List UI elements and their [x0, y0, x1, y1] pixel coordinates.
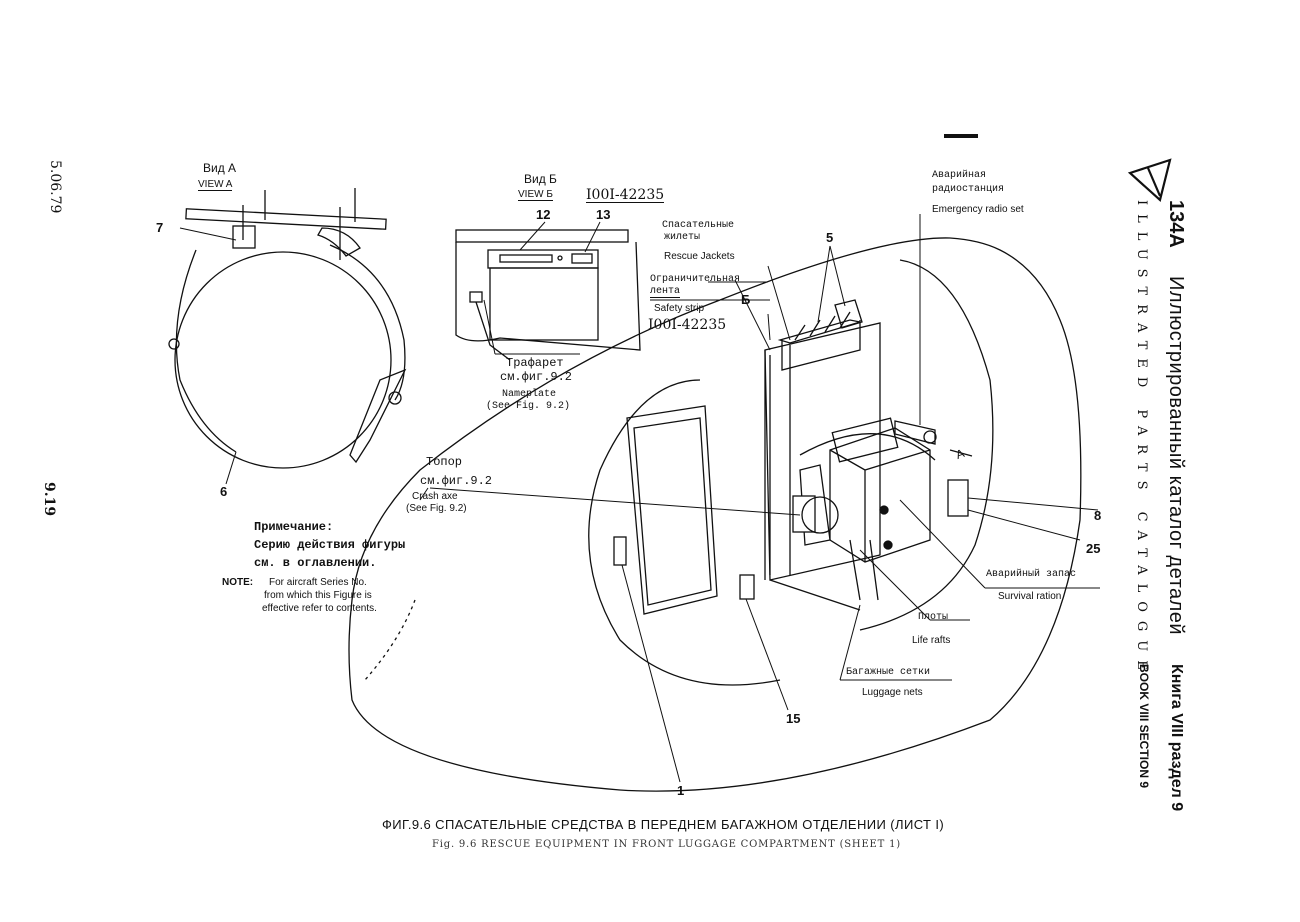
margin-date: 5.06.79: [47, 160, 63, 214]
stencil-label-en: Nameplate: [502, 389, 557, 400]
dashed-link: [364, 599, 416, 681]
view-b-marker: Б: [741, 292, 751, 307]
fuselage-outline: [348, 237, 1082, 792]
figure-caption-ru: ФИГ.9.6 СПАСАТЕЛЬНЫЕ СРЕДСТВА В ПЕРЕДНЕМ…: [382, 817, 945, 832]
safety-strip-label-en: Safety strip: [654, 303, 705, 314]
note-line1-ru: Серию действия фигуры: [254, 538, 406, 552]
luggage-nets-label-en: Luggage nets: [862, 687, 923, 698]
axe-label-ru: Топор: [426, 455, 463, 469]
callout-1: 1: [677, 783, 685, 798]
note-title-ru: Примечание:: [254, 520, 334, 534]
callout-7: 7: [156, 220, 164, 235]
spine-model: 134A: [1165, 200, 1187, 248]
rescue-jackets-label-en: Rescue Jackets: [664, 251, 735, 262]
note-en-line1: For aircraft Series No.: [269, 577, 367, 588]
note-en-label: NOTE:: [222, 577, 254, 588]
view-a-clamp-drawing: [168, 188, 407, 469]
axe-ref-en: (See Fig. 9.2): [406, 503, 467, 514]
axe-ref-ru: см.фиг.9.2: [420, 474, 493, 488]
luggage-nets-label-ru: Багажные сетки: [846, 667, 931, 678]
compartment-frame: [764, 299, 881, 611]
safety-strip-label-ru1: Ограничительная: [650, 274, 741, 285]
life-rafts-label-ru: Плоты: [918, 612, 949, 623]
stencil-label-ru: Трафарет: [506, 356, 564, 370]
view-b-title-ru: Вид Б: [524, 172, 557, 186]
part-number-main: I00I-42235: [648, 317, 727, 333]
equipment-group: [739, 417, 973, 601]
radio-label-en: Emergency radio set: [932, 204, 1024, 215]
survival-ration-label-ru: Аварийный запас: [986, 569, 1077, 580]
callout-5: 5: [826, 230, 834, 245]
rescue-jackets-label-ru1: Спасательные: [662, 220, 735, 231]
callout-13: 13: [596, 207, 611, 222]
stencil-ref-en: (See Fig. 9.2): [486, 401, 571, 412]
view-b-panel-drawing: [455, 229, 641, 361]
life-rafts-label-en: Life rafts: [912, 635, 951, 646]
margin-page-number: 9.19: [41, 482, 57, 517]
callout-15: 15: [786, 711, 801, 726]
note-en-line3: effective refer to contents.: [262, 603, 377, 614]
radio-label-ru1: Аварийная: [932, 170, 987, 181]
radio-label-ru2: радиостанция: [932, 184, 1005, 195]
view-b-title-en: VIEW Б: [518, 189, 553, 201]
spine-title-en: ILLUSTRATED PARTS CATALOGUE: [1134, 200, 1149, 679]
spine-title-ru: Иллюстрированный каталог деталей: [1165, 276, 1187, 636]
axe-label-en: Crash axe: [412, 491, 458, 502]
catalog-logo: [1127, 158, 1172, 203]
survival-ration-label-en: Survival ration: [998, 591, 1062, 602]
safety-strip-label-ru2: лента: [650, 286, 681, 298]
callout-8: 8: [1094, 508, 1102, 523]
rescue-jackets-label-ru2: жилеты: [664, 232, 701, 243]
stencil-ref-ru: см.фиг.9.2: [500, 370, 573, 384]
door-panel: [613, 405, 718, 615]
figure-caption-en: Fig. 9.6 RESCUE EQUIPMENT IN FRONT LUGGA…: [432, 839, 901, 850]
callout-25: 25: [1086, 541, 1101, 556]
header-mark: [944, 134, 978, 138]
note-en-line2: from which this Figure is: [264, 590, 372, 601]
view-a-title-ru: Вид А: [203, 161, 237, 175]
spine-book-en: BOOK VIII SECTION 9: [1137, 664, 1151, 789]
leader-lines: [179, 214, 1100, 783]
note-line2-ru: см. в оглавлении.: [254, 556, 377, 570]
spine-book-ru: Книга VIII раздел 9: [1168, 664, 1185, 812]
callout-12: 12: [536, 207, 551, 222]
view-a-title-en: VIEW A: [198, 179, 233, 191]
callout-6: 6: [220, 484, 228, 499]
view-b-part-number: I00I-42235: [586, 187, 665, 203]
